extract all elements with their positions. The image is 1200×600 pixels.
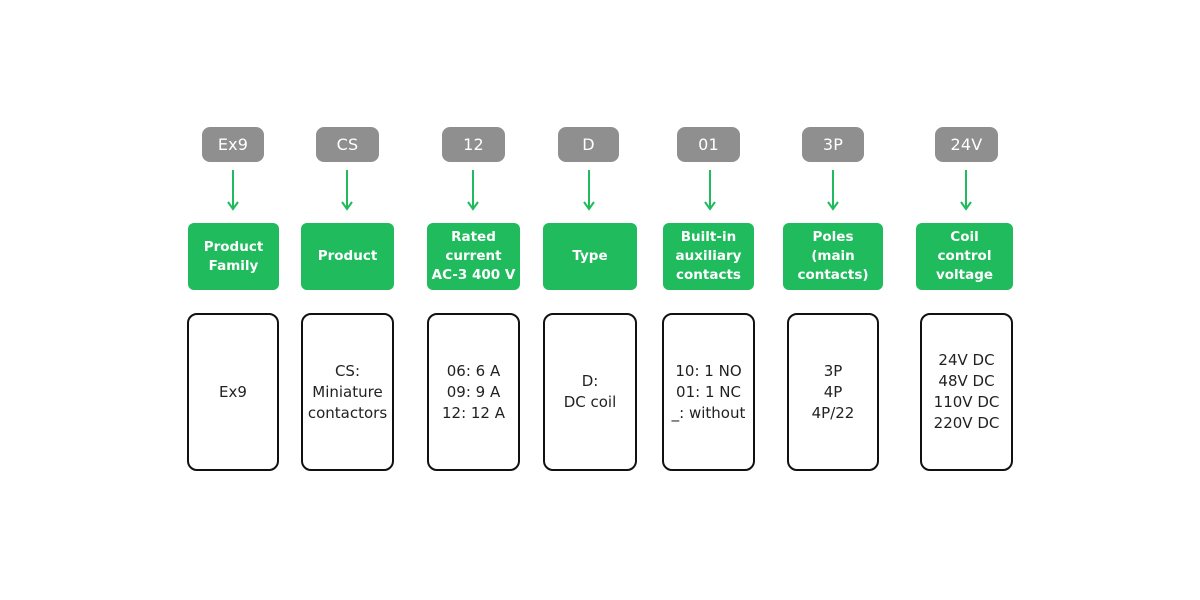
down-arrow-icon [341, 170, 353, 212]
code-chip-d: D [558, 127, 619, 162]
label-rated-current: Rated current AC-3 400 V [427, 223, 520, 290]
label-auxiliary-contacts: Built-in auxiliary contacts [663, 223, 754, 290]
label-coil-control-voltage: Coil control voltage [916, 223, 1013, 290]
label-product-family: Product Family [188, 223, 279, 290]
code-chip-ex9: Ex9 [202, 127, 264, 162]
description-box-product-family: Ex9 [187, 313, 279, 471]
down-arrow-icon [827, 170, 839, 212]
description-box-product: CS: Miniature contactors [301, 313, 394, 471]
label-type: Type [543, 223, 637, 290]
code-chip-12: 12 [442, 127, 505, 162]
description-box-poles: 3P 4P 4P/22 [787, 313, 879, 471]
description-box-auxiliary-contacts: 10: 1 NO 01: 1 NC _: without [662, 313, 755, 471]
description-box-type: D: DC coil [543, 313, 637, 471]
code-chip-cs: CS [316, 127, 379, 162]
description-box-coil-control-voltage: 24V DC 48V DC 110V DC 220V DC [920, 313, 1013, 471]
code-chip-24v: 24V [935, 127, 998, 162]
down-arrow-icon [960, 170, 972, 212]
label-product: Product [301, 223, 394, 290]
down-arrow-icon [467, 170, 479, 212]
code-chip-01: 01 [677, 127, 740, 162]
down-arrow-icon [227, 170, 239, 212]
down-arrow-icon [583, 170, 595, 212]
code-chip-3p: 3P [802, 127, 864, 162]
label-poles: Poles (main contacts) [783, 223, 883, 290]
description-box-rated-current: 06: 6 A 09: 9 A 12: 12 A [427, 313, 520, 471]
down-arrow-icon [704, 170, 716, 212]
